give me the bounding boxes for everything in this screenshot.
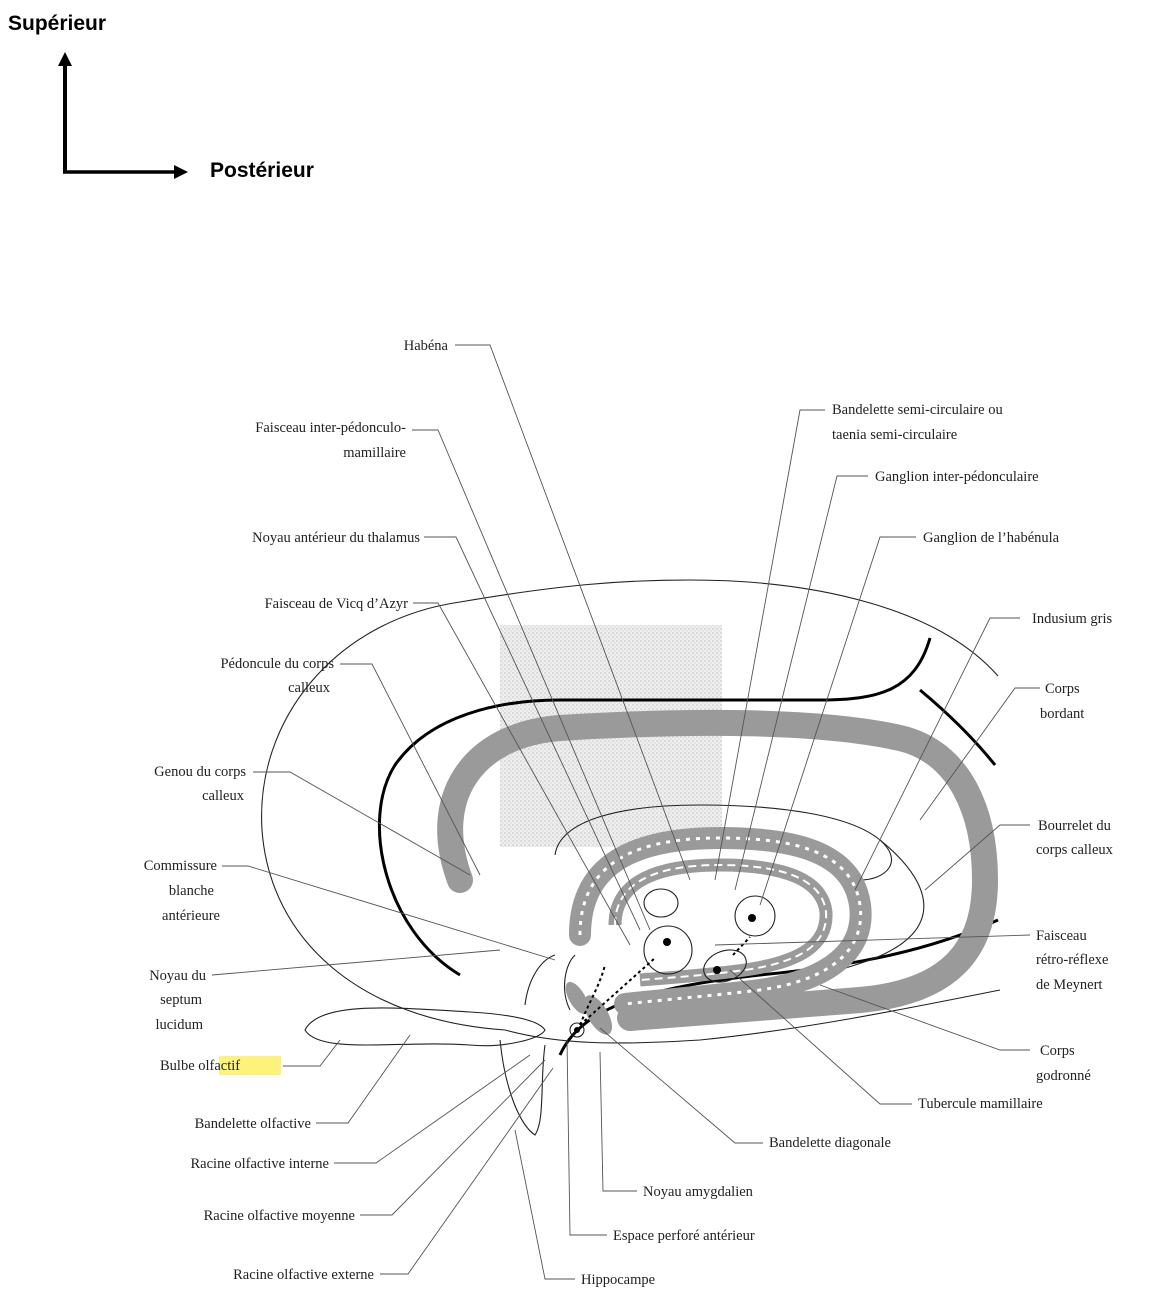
label-pedoncule-1: Pédoncule du corps: [220, 656, 334, 672]
ganglion-dot-icon: [748, 914, 756, 922]
orientation-axes: Supérieur Postérieur: [8, 12, 314, 182]
label-meynert-2: rétro-réflexe: [1036, 952, 1108, 968]
dotted-tract-3: [733, 937, 750, 955]
habenula-nucleus: [644, 889, 678, 917]
label-godronne-1: Corps: [1040, 1043, 1075, 1059]
label-genou-1: Genou du corps: [154, 764, 246, 780]
label-pedoncule-2: calleux: [288, 680, 331, 696]
label-commissure-1: Commissure: [144, 858, 217, 874]
label-faisceau-inter-1: Faisceau inter-pédonculo-: [255, 420, 406, 436]
label-vicq-dazyr: Faisceau de Vicq d’Azyr: [265, 596, 409, 612]
label-godronne-2: godronné: [1036, 1068, 1091, 1084]
label-bulbe-2: olfactif: [198, 1058, 240, 1074]
label-septum-3: lucidum: [155, 1017, 203, 1033]
label-habena: Habéna: [404, 338, 449, 354]
label-racine-externe: Racine olfactive externe: [233, 1267, 374, 1283]
label-bandelette-olfactive: Bandelette olfactive: [195, 1116, 311, 1132]
label-hippocampe: Hippocampe: [581, 1272, 655, 1288]
septal-outline: [525, 955, 575, 1010]
thalamic-dot-icon: [663, 938, 671, 946]
label-noyau-amygdalien: Noyau amygdalien: [643, 1184, 754, 1200]
label-ganglion-inter: Ganglion inter-pédonculaire: [875, 469, 1039, 485]
label-noyau-anterieur: Noyau antérieur du thalamus: [252, 530, 420, 546]
label-meynert-3: de Meynert: [1036, 977, 1102, 993]
label-bourrelet-1: Bourrelet du: [1038, 818, 1111, 834]
mamillary-dot-icon: [713, 966, 721, 974]
left-labels: Habéna Faisceau inter-pédonculo- mamilla…: [144, 338, 449, 1283]
posterior-arrowhead-icon: [174, 165, 188, 179]
superior-arrowhead-icon: [58, 52, 72, 66]
superior-label: Supérieur: [8, 12, 106, 35]
label-bandelette-semi-1: Bandelette semi-circulaire ou: [832, 402, 1003, 418]
label-commissure-2: blanche: [169, 883, 214, 899]
olfactory-bulb-shape: [305, 1008, 545, 1046]
label-corps-bordant-2: bordant: [1040, 706, 1084, 722]
perforated-dot-icon: [574, 1027, 580, 1033]
label-bulbe-olfactif: Bulbe olfactif: [160, 1058, 240, 1074]
label-corps-bordant-1: Corps: [1045, 681, 1080, 697]
label-genou-2: calleux: [202, 788, 245, 804]
label-bandelette-semi-2: taenia semi-circulaire: [832, 427, 957, 443]
label-meynert-1: Faisceau: [1036, 928, 1087, 944]
label-tubercule: Tubercule mamillaire: [918, 1096, 1043, 1112]
posterior-label: Postérieur: [210, 159, 314, 182]
label-racine-interne: Racine olfactive interne: [191, 1156, 330, 1172]
label-septum-2: septum: [160, 992, 203, 1008]
label-commissure-3: antérieure: [162, 908, 220, 924]
label-bulbe-1: Bulbe: [160, 1058, 198, 1074]
label-septum-1: Noyau du: [149, 968, 206, 984]
label-ganglion-habenula: Ganglion de l’habénula: [923, 530, 1060, 546]
label-bandelette-diagonale: Bandelette diagonale: [769, 1135, 891, 1151]
olfactory-tract-shape: [500, 1040, 545, 1135]
label-faisceau-inter-2: mamillaire: [343, 445, 406, 461]
label-espace-perfore: Espace perforé antérieur: [613, 1228, 755, 1244]
label-racine-moyenne: Racine olfactive moyenne: [204, 1208, 355, 1224]
label-indusium: Indusium gris: [1032, 611, 1113, 627]
anterior-thalamic-nucleus: [644, 926, 692, 974]
label-bourrelet-2: corps calleux: [1036, 842, 1114, 858]
